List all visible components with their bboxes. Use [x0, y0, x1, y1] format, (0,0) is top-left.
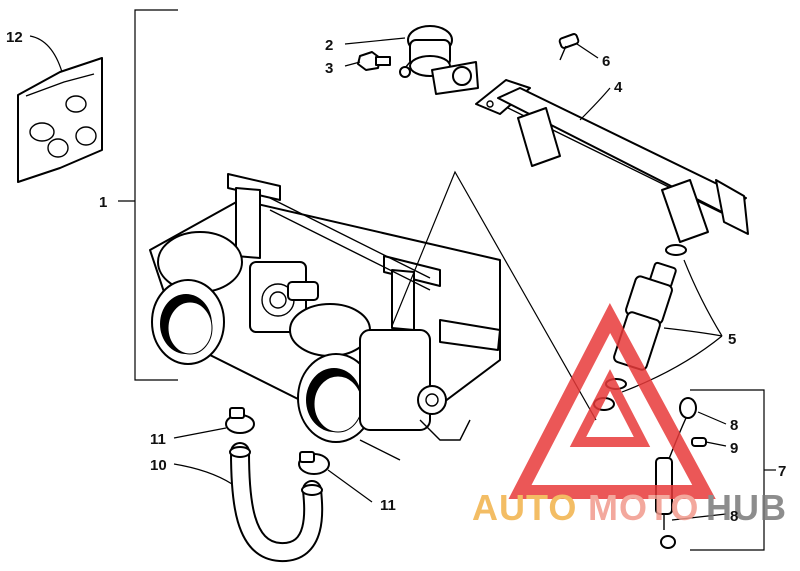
- callout-6: 6: [602, 53, 610, 70]
- gasket-kit-12: [17, 35, 103, 183]
- diagonal-leader: [391, 170, 597, 421]
- watermark-hub: HUB: [706, 487, 787, 528]
- hose-clamp-11a: [173, 407, 255, 439]
- callout-2: 2: [325, 37, 333, 54]
- callout-10: 10: [150, 457, 167, 474]
- callout-8-bottom: 8: [730, 508, 738, 525]
- vacuum-hose-10: [173, 442, 324, 562]
- bracket-1: [118, 9, 178, 381]
- throttle-body-assembly: [149, 173, 501, 461]
- callout-11-left: 11: [150, 431, 166, 448]
- bracket-7: [690, 389, 776, 551]
- pressure-regulator-2: [344, 25, 479, 95]
- watermark-auto: AUTO: [472, 487, 577, 528]
- callout-4: 4: [614, 79, 623, 96]
- watermark-logo: AUTO MOTO HUB: [472, 303, 787, 528]
- callout-11-right: 11: [380, 497, 396, 514]
- callout-3: 3: [325, 60, 333, 77]
- watermark-moto: MOTO: [588, 487, 699, 528]
- callout-5: 5: [728, 331, 736, 348]
- fuel-rail-4: [475, 79, 749, 243]
- callout-7: 7: [778, 463, 786, 480]
- callout-1: 1: [99, 194, 107, 211]
- watermark-triangle: [508, 303, 716, 499]
- bolt-3: [344, 51, 391, 71]
- screw-6: [558, 33, 599, 61]
- callout-8-top: 8: [730, 417, 738, 434]
- callout-9: 9: [730, 440, 738, 457]
- hose-clamp-11b: [298, 451, 373, 503]
- callout-12: 12: [6, 29, 23, 46]
